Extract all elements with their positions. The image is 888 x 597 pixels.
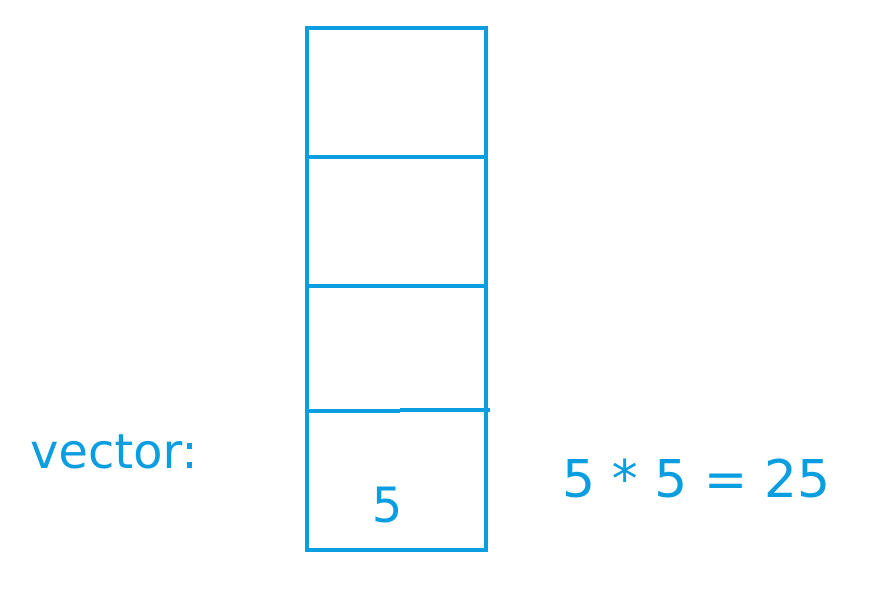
cell-0-value: 5 xyxy=(372,478,403,534)
vector-label: vector: xyxy=(30,424,198,480)
equation-text: 5 * 5 = 25 xyxy=(562,450,831,510)
stack-outline xyxy=(305,26,488,552)
